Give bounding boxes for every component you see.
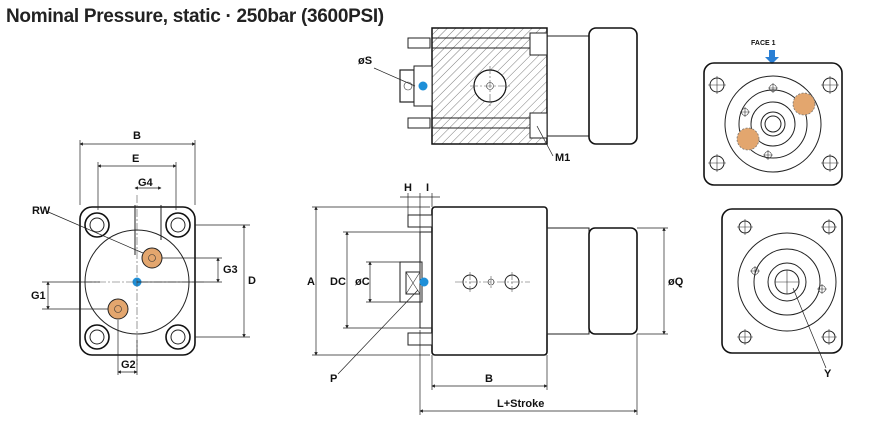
dim-label-phiS: øS [358,55,372,67]
face1-corner-holes [708,76,839,172]
dim-label-DC: DC [330,276,346,288]
dim-label-G4: G4 [138,177,154,189]
corner-screws [84,212,191,350]
page-title: Nominal Pressure, static · 250bar (3600P… [6,6,384,27]
face-view-top-right: FACE 1 [703,40,843,186]
dim-label-B: B [133,130,141,142]
orange-port-face1-a [792,92,816,116]
dim-label-RW: RW [32,205,51,217]
dim-label-phiC: øC [355,276,370,288]
face1-arrow-icon [765,50,779,64]
blue-port-top [418,81,428,91]
dim-label-D: D [248,275,256,287]
dim-label-G3: G3 [223,264,238,276]
dim-label-E: E [132,153,139,165]
section-view-top: øS M1 [358,27,638,164]
dim-label-B-bottom: B [485,373,493,385]
orange-port-face1-b [736,127,760,151]
dim-label-phiQ: øQ [668,276,684,288]
dim-label-G2: G2 [121,359,136,371]
dim-label-Y: Y [824,368,832,380]
dim-label-H: H [404,182,412,194]
orange-port-lower [107,298,129,320]
face1-label: FACE 1 [751,40,776,47]
dim-label-G1: G1 [31,290,46,302]
front-view-left: B E G4 RW G3 D G1 G2 [31,130,256,375]
dim-label-P: P [330,373,337,385]
rear-corner-holes [737,219,837,345]
orange-port-upper [141,247,163,269]
blue-port-side [419,277,429,287]
dim-label-M1: M1 [555,152,570,164]
rear-view-bottom-right: Y [721,208,843,380]
dim-label-I: I [426,182,429,194]
dim-label-A: A [307,276,315,288]
dim-label-L-stroke: L+Stroke [497,398,544,410]
side-view-middle: A DC øC øQ H I P B L+Stroke [307,182,684,415]
